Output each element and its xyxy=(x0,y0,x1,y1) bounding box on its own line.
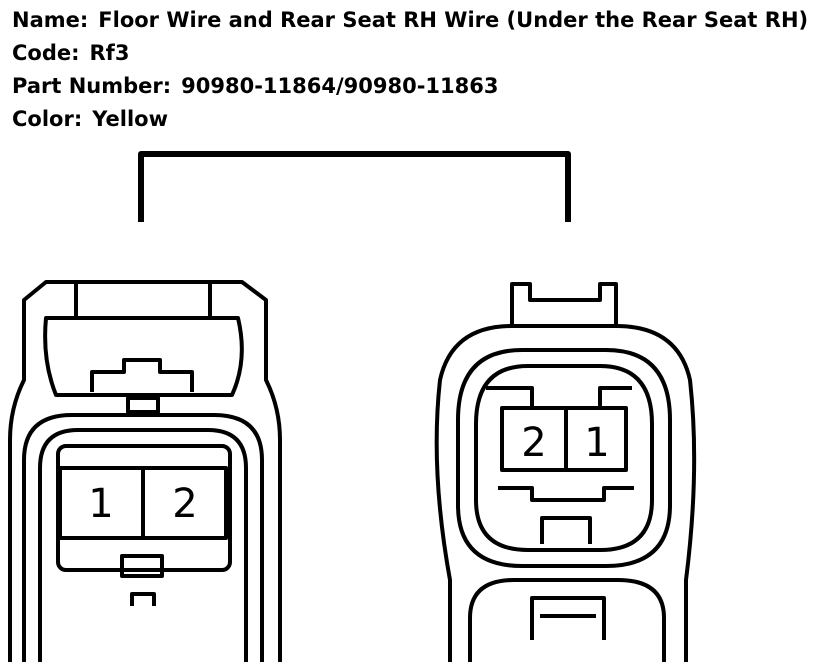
name-label: Name: xyxy=(12,8,89,32)
mating-bracket xyxy=(138,151,571,222)
right-connector-top-tabs xyxy=(510,282,618,326)
part-number-label: Part Number: xyxy=(12,74,172,98)
code-row: Code: Rf3 xyxy=(12,37,808,70)
right-connector-seal-inner xyxy=(474,364,654,552)
color-label: Color: xyxy=(12,107,83,131)
left-connector-pin-label: 2 xyxy=(172,481,197,527)
color-row: Color: Yellow xyxy=(12,103,808,136)
right-connector-outer-housing xyxy=(434,324,697,662)
left-connector-bottom-key xyxy=(130,592,156,606)
code-label: Code: xyxy=(12,41,80,65)
part-number-row: Part Number: 90980-11864/90980-11863 xyxy=(12,70,808,103)
right-connector-lock-frame xyxy=(486,386,632,410)
left-connector: 1 2 xyxy=(8,280,282,662)
right-connector-pin-label: 1 xyxy=(584,420,609,466)
right-connector-bottom-shroud xyxy=(468,578,666,662)
left-connector-seal-inner xyxy=(38,428,248,662)
connector-info: Name: Floor Wire and Rear Seat RH Wire (U… xyxy=(12,4,808,136)
part-number-value: 90980-11864/90980-11863 xyxy=(181,74,499,98)
right-connector-bottom-latch xyxy=(530,596,606,640)
name-row: Name: Floor Wire and Rear Seat RH Wire (U… xyxy=(12,4,808,37)
code-value: Rf3 xyxy=(89,41,130,65)
color-value: Yellow xyxy=(92,107,168,131)
left-connector-key xyxy=(120,554,164,578)
left-connector-seal-outer xyxy=(22,413,264,662)
right-connector-lower-frame xyxy=(498,486,634,502)
right-connector-key xyxy=(540,516,592,544)
name-value: Floor Wire and Rear Seat RH Wire (Under … xyxy=(98,8,809,32)
right-connector-seal-outer xyxy=(456,348,672,568)
right-connector-pin-label: 2 xyxy=(521,420,546,466)
left-connector-pin-label: 1 xyxy=(88,481,113,527)
left-connector-lock-window xyxy=(126,396,160,414)
left-connector-latch-cover xyxy=(43,316,244,397)
right-connector: 2 1 xyxy=(434,282,697,662)
left-connector-outer-housing xyxy=(8,280,282,662)
left-connector-lock-tab xyxy=(90,358,194,392)
